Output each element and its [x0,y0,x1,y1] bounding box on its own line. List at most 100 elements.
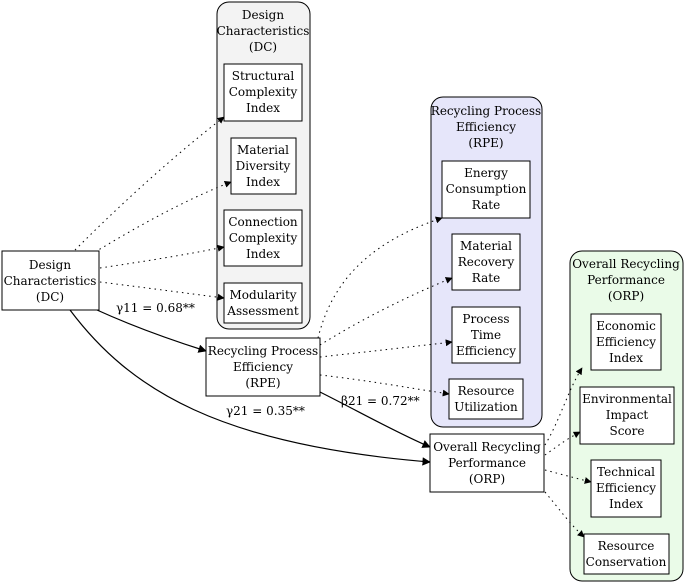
label-line: Environmental [582,392,672,406]
label-gamma21: γ21 = 0.35** [226,404,305,418]
edge-dc-to-material-diversity [89,181,232,256]
label-line: Structural [232,69,295,83]
label-line: Rate [472,271,500,285]
label-line: Recovery [458,255,515,269]
edge-rpe-to-resource-utilization [319,374,450,397]
label-line: Economic [596,319,656,333]
label-line: (DC) [249,40,277,54]
label-line: Overall Recycling [433,440,541,454]
label-line: Material [237,143,289,157]
label-line: Assessment [226,304,299,318]
label-line: Recycling Process [208,344,318,358]
label-line: Rate [472,198,500,212]
edge-dc-to-connection [99,244,225,269]
label-line: Consumption [446,182,527,196]
label-line: Process [462,312,509,326]
label-line: (DC) [36,290,64,304]
label-gamma11: γ11 = 0.68** [116,301,195,315]
edge-orp-to-economic [544,367,583,446]
label-line: Complexity [229,231,298,245]
label-line: Performance [448,456,526,470]
edge-rpe-to-material-recovery [319,277,453,346]
label-line: Performance [587,273,665,287]
label-line: Efficiency [456,344,516,358]
label-line: Time [471,328,501,342]
label-line: Index [609,497,643,511]
label-line: Characteristics [4,274,97,288]
edge-rpe-to-energy [317,216,443,339]
label-line: Complexity [229,85,298,99]
label-line: Index [246,101,280,115]
label-line: Resource [598,539,655,553]
edge-orp-to-technical [544,469,592,484]
label-line: Characteristics [217,24,310,38]
label-line: Efficiency [233,360,293,374]
label-line: Conservation [586,555,667,569]
label-line: Impact [606,408,649,422]
label-line: Index [609,351,643,365]
label-line: (RPE) [468,136,503,150]
label-line: Design [242,8,284,22]
label-line: Efficiency [456,120,516,134]
structural-paths [69,309,431,466]
label-line: Design [29,258,71,272]
label-line: Overall Recycling [572,257,680,271]
label-line: Efficiency [596,481,656,495]
label-line: Modularity [229,288,296,302]
label-line: (RPE) [245,376,280,390]
path-dc-to-orp [69,309,431,466]
label-line: (ORP) [608,289,644,303]
label-line: Material [460,239,512,253]
label-line: Connection [228,215,298,229]
edge-dc-to-modularity [99,281,225,301]
label-line: Resource [458,384,515,398]
label-line: Utilization [454,400,518,414]
label-line: Index [246,247,280,261]
label-line: Technical [597,465,655,479]
edge-dc-to-structural [74,116,225,251]
label-line: Diversity [236,159,291,173]
label-line: Index [246,175,280,189]
path-dc-to-rpe [96,309,207,353]
label-beta21: β21 = 0.72** [341,394,420,408]
label-line: Recycling Process [431,104,541,118]
label-line: Energy [464,166,508,180]
path-rpe-to-orp [317,390,431,448]
label-line: (ORP) [469,472,505,486]
label-line: Score [609,424,644,438]
